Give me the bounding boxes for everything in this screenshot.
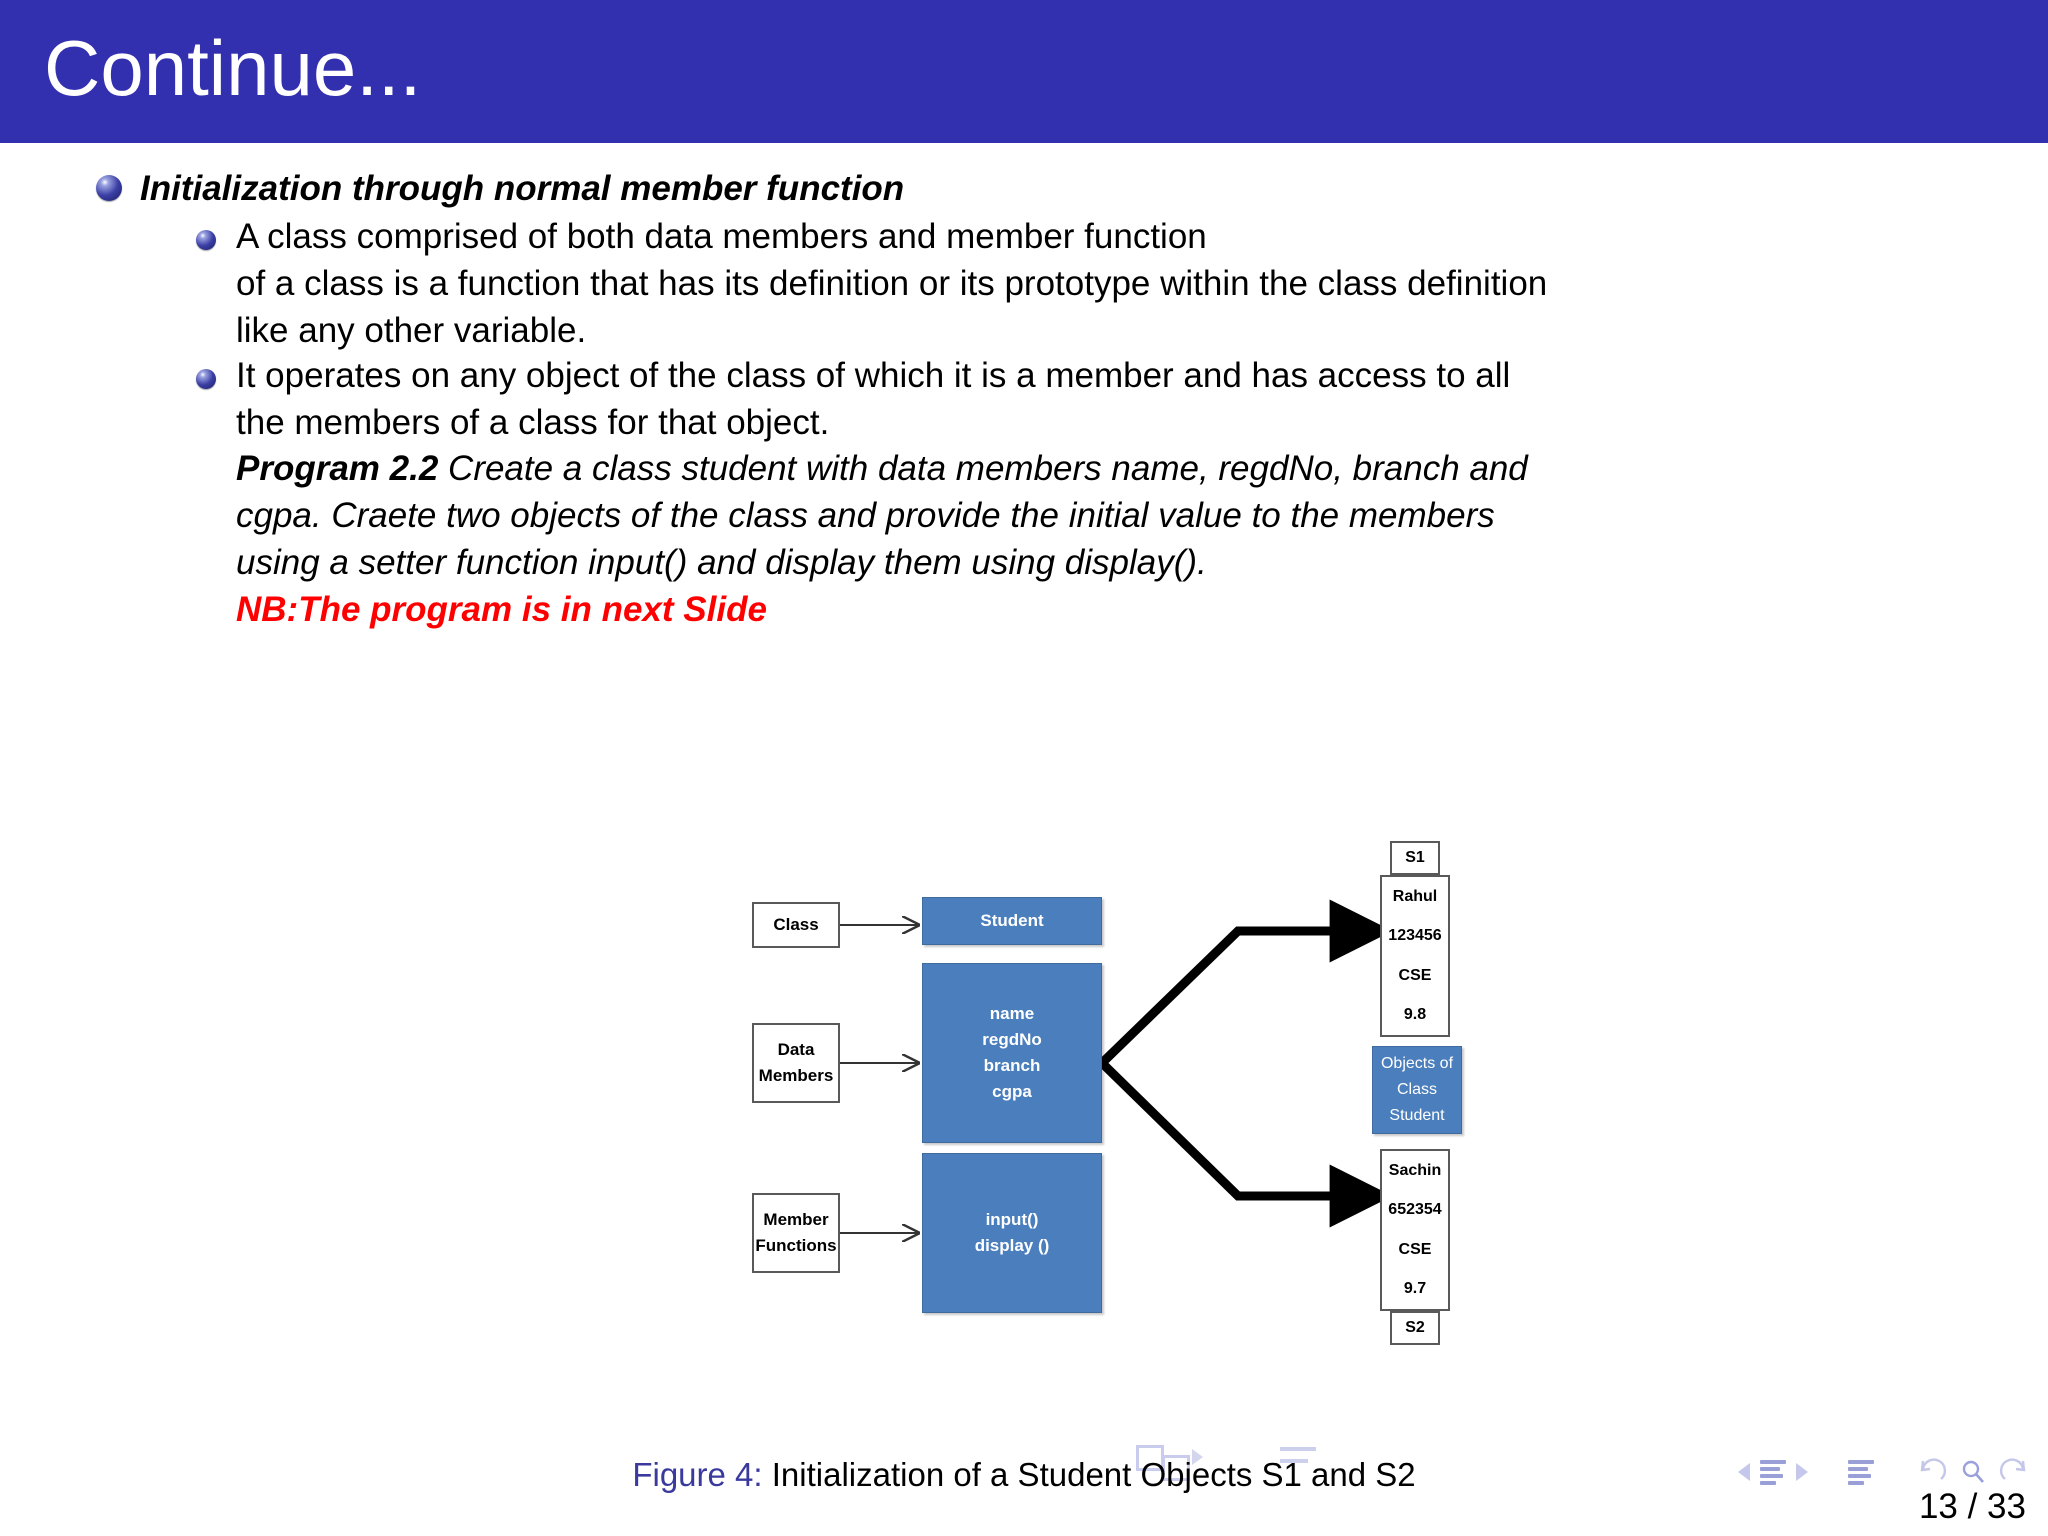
note-next-slide: NB:The program is in next Slide — [236, 590, 767, 629]
data-members-label-line: Data — [777, 1040, 815, 1059]
class-label-box: Class — [752, 902, 840, 948]
object2-name: Sachin — [1388, 1161, 1442, 1179]
objects-legend-line: Objects of — [1380, 1055, 1454, 1072]
body-line: like any other variable. — [236, 311, 587, 350]
object2-tag-box: S2 — [1390, 1311, 1440, 1345]
object1-tag-text: S1 — [1405, 849, 1425, 866]
data-members-label-box: Data Members — [752, 1023, 840, 1103]
program-line-1: Program 2.2 Create a class student with … — [236, 439, 1528, 499]
object1-branch: CSE — [1398, 966, 1432, 984]
class-name-text: Student — [980, 911, 1044, 930]
page-title: Continue... — [44, 24, 422, 112]
bullet-sphere-level2-icon — [196, 230, 216, 250]
data-members-label-line: Members — [758, 1066, 834, 1085]
member-functions-label-box: Member Functions — [752, 1193, 840, 1273]
body-line: the members of a class for that object. — [236, 403, 830, 442]
bullet-sphere-level2-icon — [196, 369, 216, 389]
heading-bullet-text: Initialization through normal member fun… — [140, 169, 905, 208]
nav-section-group[interactable] — [1848, 1459, 1874, 1485]
nav-frame-group[interactable] — [1738, 1459, 1808, 1485]
redo-arrow-icon[interactable] — [1998, 1457, 2032, 1487]
nav-history-group[interactable] — [1914, 1457, 2032, 1487]
objects-legend-box: Objects of Class Student — [1372, 1046, 1462, 1134]
data-members-box: name regdNo branch cgpa — [922, 963, 1102, 1143]
object1-box: Rahul 123456 CSE 9.8 — [1380, 875, 1450, 1037]
document-lines-icon[interactable] — [1848, 1459, 1874, 1485]
slide-title-bar: Continue... — [0, 0, 2048, 143]
bullet-sphere-level1-icon — [96, 175, 122, 201]
figure-caption: Figure 4: Initialization of a Student Ob… — [0, 1455, 2048, 1495]
body-line: It operates on any object of the class o… — [236, 356, 1511, 395]
objects-legend-line: Student — [1389, 1107, 1445, 1124]
member-functions-label-line: Member — [763, 1210, 829, 1229]
member-functions-label-line: Functions — [755, 1236, 837, 1255]
class-name-box: Student — [922, 897, 1102, 945]
body-line: of a class is a function that has its de… — [236, 264, 1548, 303]
class-label-text: Class — [773, 915, 819, 934]
ghost-nav-square — [1162, 1455, 1190, 1481]
program-label: Program 2.2 — [236, 449, 439, 488]
object1-tag-box: S1 — [1390, 841, 1440, 875]
ghost-nav-triangle-icon — [1192, 1449, 1203, 1465]
undo-arrow-icon[interactable] — [1914, 1457, 1948, 1487]
beamer-navigation-bar[interactable] — [1738, 1452, 2032, 1492]
object2-box: Sachin 652354 CSE 9.7 — [1380, 1149, 1450, 1311]
object2-cgpa: 9.7 — [1403, 1280, 1427, 1298]
data-member-name: name — [989, 1004, 1035, 1023]
ghost-nav-line — [1280, 1447, 1316, 1451]
object2-branch: CSE — [1398, 1240, 1432, 1258]
magnifier-icon[interactable] — [1958, 1457, 1988, 1487]
diagram-connectors — [839, 899, 1393, 1393]
triangle-right-icon[interactable] — [1796, 1463, 1808, 1481]
method-display: display () — [974, 1236, 1050, 1255]
member-functions-box: input() display () — [922, 1153, 1102, 1313]
figure-caption-text: Initialization of a Student Objects S1 a… — [762, 1456, 1416, 1493]
data-member-cgpa: cgpa — [992, 1082, 1032, 1101]
program-line-2: cgpa. Craete two objects of the class an… — [236, 496, 1495, 535]
program-line-3: using a setter function input() and disp… — [236, 543, 1207, 582]
figure-diagram: Class Data Members Member Functions Stud… — [700, 833, 1710, 1393]
data-member-branch: branch — [983, 1056, 1041, 1075]
slide-content: Initialization through normal member fun… — [0, 143, 2048, 1536]
method-input: input() — [985, 1210, 1039, 1229]
program-line-1-rest: Create a class student with data members… — [438, 449, 1528, 488]
triangle-left-icon[interactable] — [1738, 1463, 1750, 1481]
page-number: 13 / 33 — [1918, 1487, 2026, 1526]
object1-cgpa: 9.8 — [1403, 1006, 1427, 1024]
figure-caption-label: Figure 4: — [632, 1456, 763, 1493]
document-lines-icon[interactable] — [1760, 1459, 1786, 1485]
object2-tag-text: S2 — [1405, 1319, 1425, 1336]
object2-regdno: 652354 — [1388, 1201, 1442, 1219]
object1-name: Rahul — [1392, 887, 1438, 905]
body-line: A class comprised of both data members a… — [236, 217, 1207, 256]
data-member-regdno: regdNo — [982, 1030, 1042, 1049]
object1-regdno: 123456 — [1388, 927, 1442, 945]
ghost-nav-line — [1280, 1459, 1308, 1463]
objects-legend-line: Class — [1396, 1081, 1437, 1098]
